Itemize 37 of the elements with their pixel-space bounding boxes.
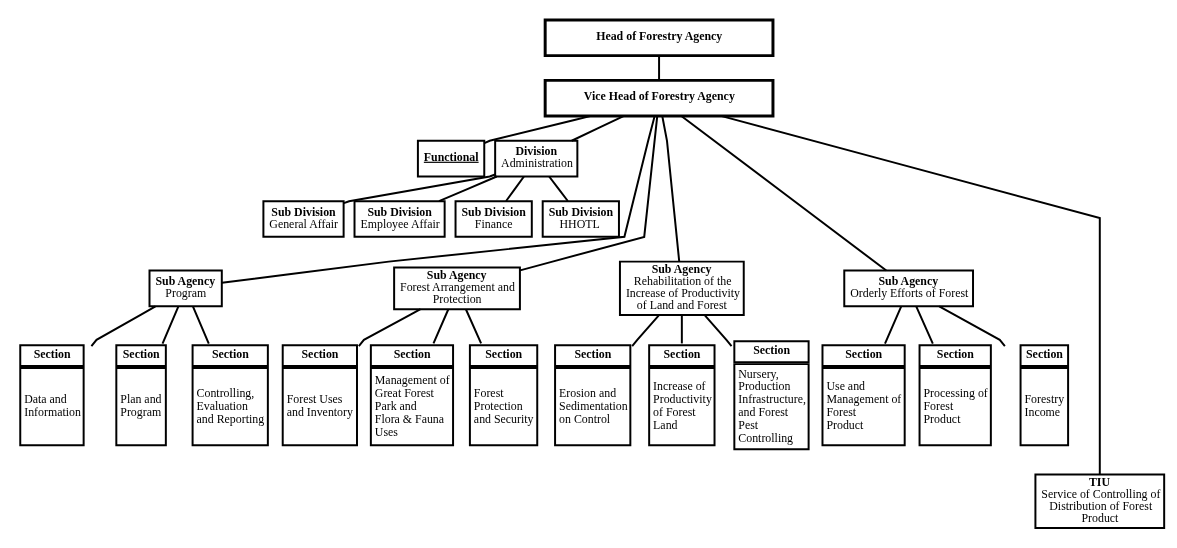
node-box: Head of Forestry Agency xyxy=(543,18,775,58)
node-box: Sub Division Finance xyxy=(454,200,533,238)
node-box: Vice Head of Forestry Agency xyxy=(543,78,775,118)
connector xyxy=(658,54,661,82)
connector xyxy=(548,175,569,202)
connector xyxy=(703,314,733,348)
node-box: Sub Agency Rehabilitation of the Increase of Productivity of Land and Forest xyxy=(618,260,745,317)
node-box: Sub Division Employee Affair xyxy=(353,200,446,238)
node-box: Sub Division HHOTL xyxy=(541,200,620,238)
connector xyxy=(570,115,625,142)
node-box: Division Administration xyxy=(494,139,579,178)
connector xyxy=(342,173,497,205)
connector xyxy=(680,115,888,272)
connector xyxy=(465,308,483,345)
connector xyxy=(90,305,157,348)
connector xyxy=(357,308,422,348)
connector xyxy=(161,305,180,345)
node-box: Sub Agency Program xyxy=(148,269,223,308)
connector xyxy=(680,314,683,345)
node-box: Functional xyxy=(416,139,486,178)
node-box: Sub Division General Affair xyxy=(262,200,345,238)
connector xyxy=(519,115,659,272)
connector xyxy=(631,314,661,348)
connector xyxy=(915,305,934,345)
node-box: Sub Agency Forest Arrangement and Protection xyxy=(393,266,521,311)
connector xyxy=(432,308,450,345)
connector xyxy=(720,115,1101,476)
connector xyxy=(884,305,903,345)
node-box: TIU Service of Controlling of Distribution of Forest Product xyxy=(1034,473,1166,530)
connector xyxy=(220,115,656,284)
connector xyxy=(938,305,1006,348)
connector xyxy=(661,115,681,263)
connector xyxy=(192,305,210,345)
connector xyxy=(483,115,592,145)
connector xyxy=(438,175,498,203)
node-box: Sub Agency Orderly Efforts of Forest xyxy=(843,269,974,308)
connector xyxy=(505,175,525,202)
